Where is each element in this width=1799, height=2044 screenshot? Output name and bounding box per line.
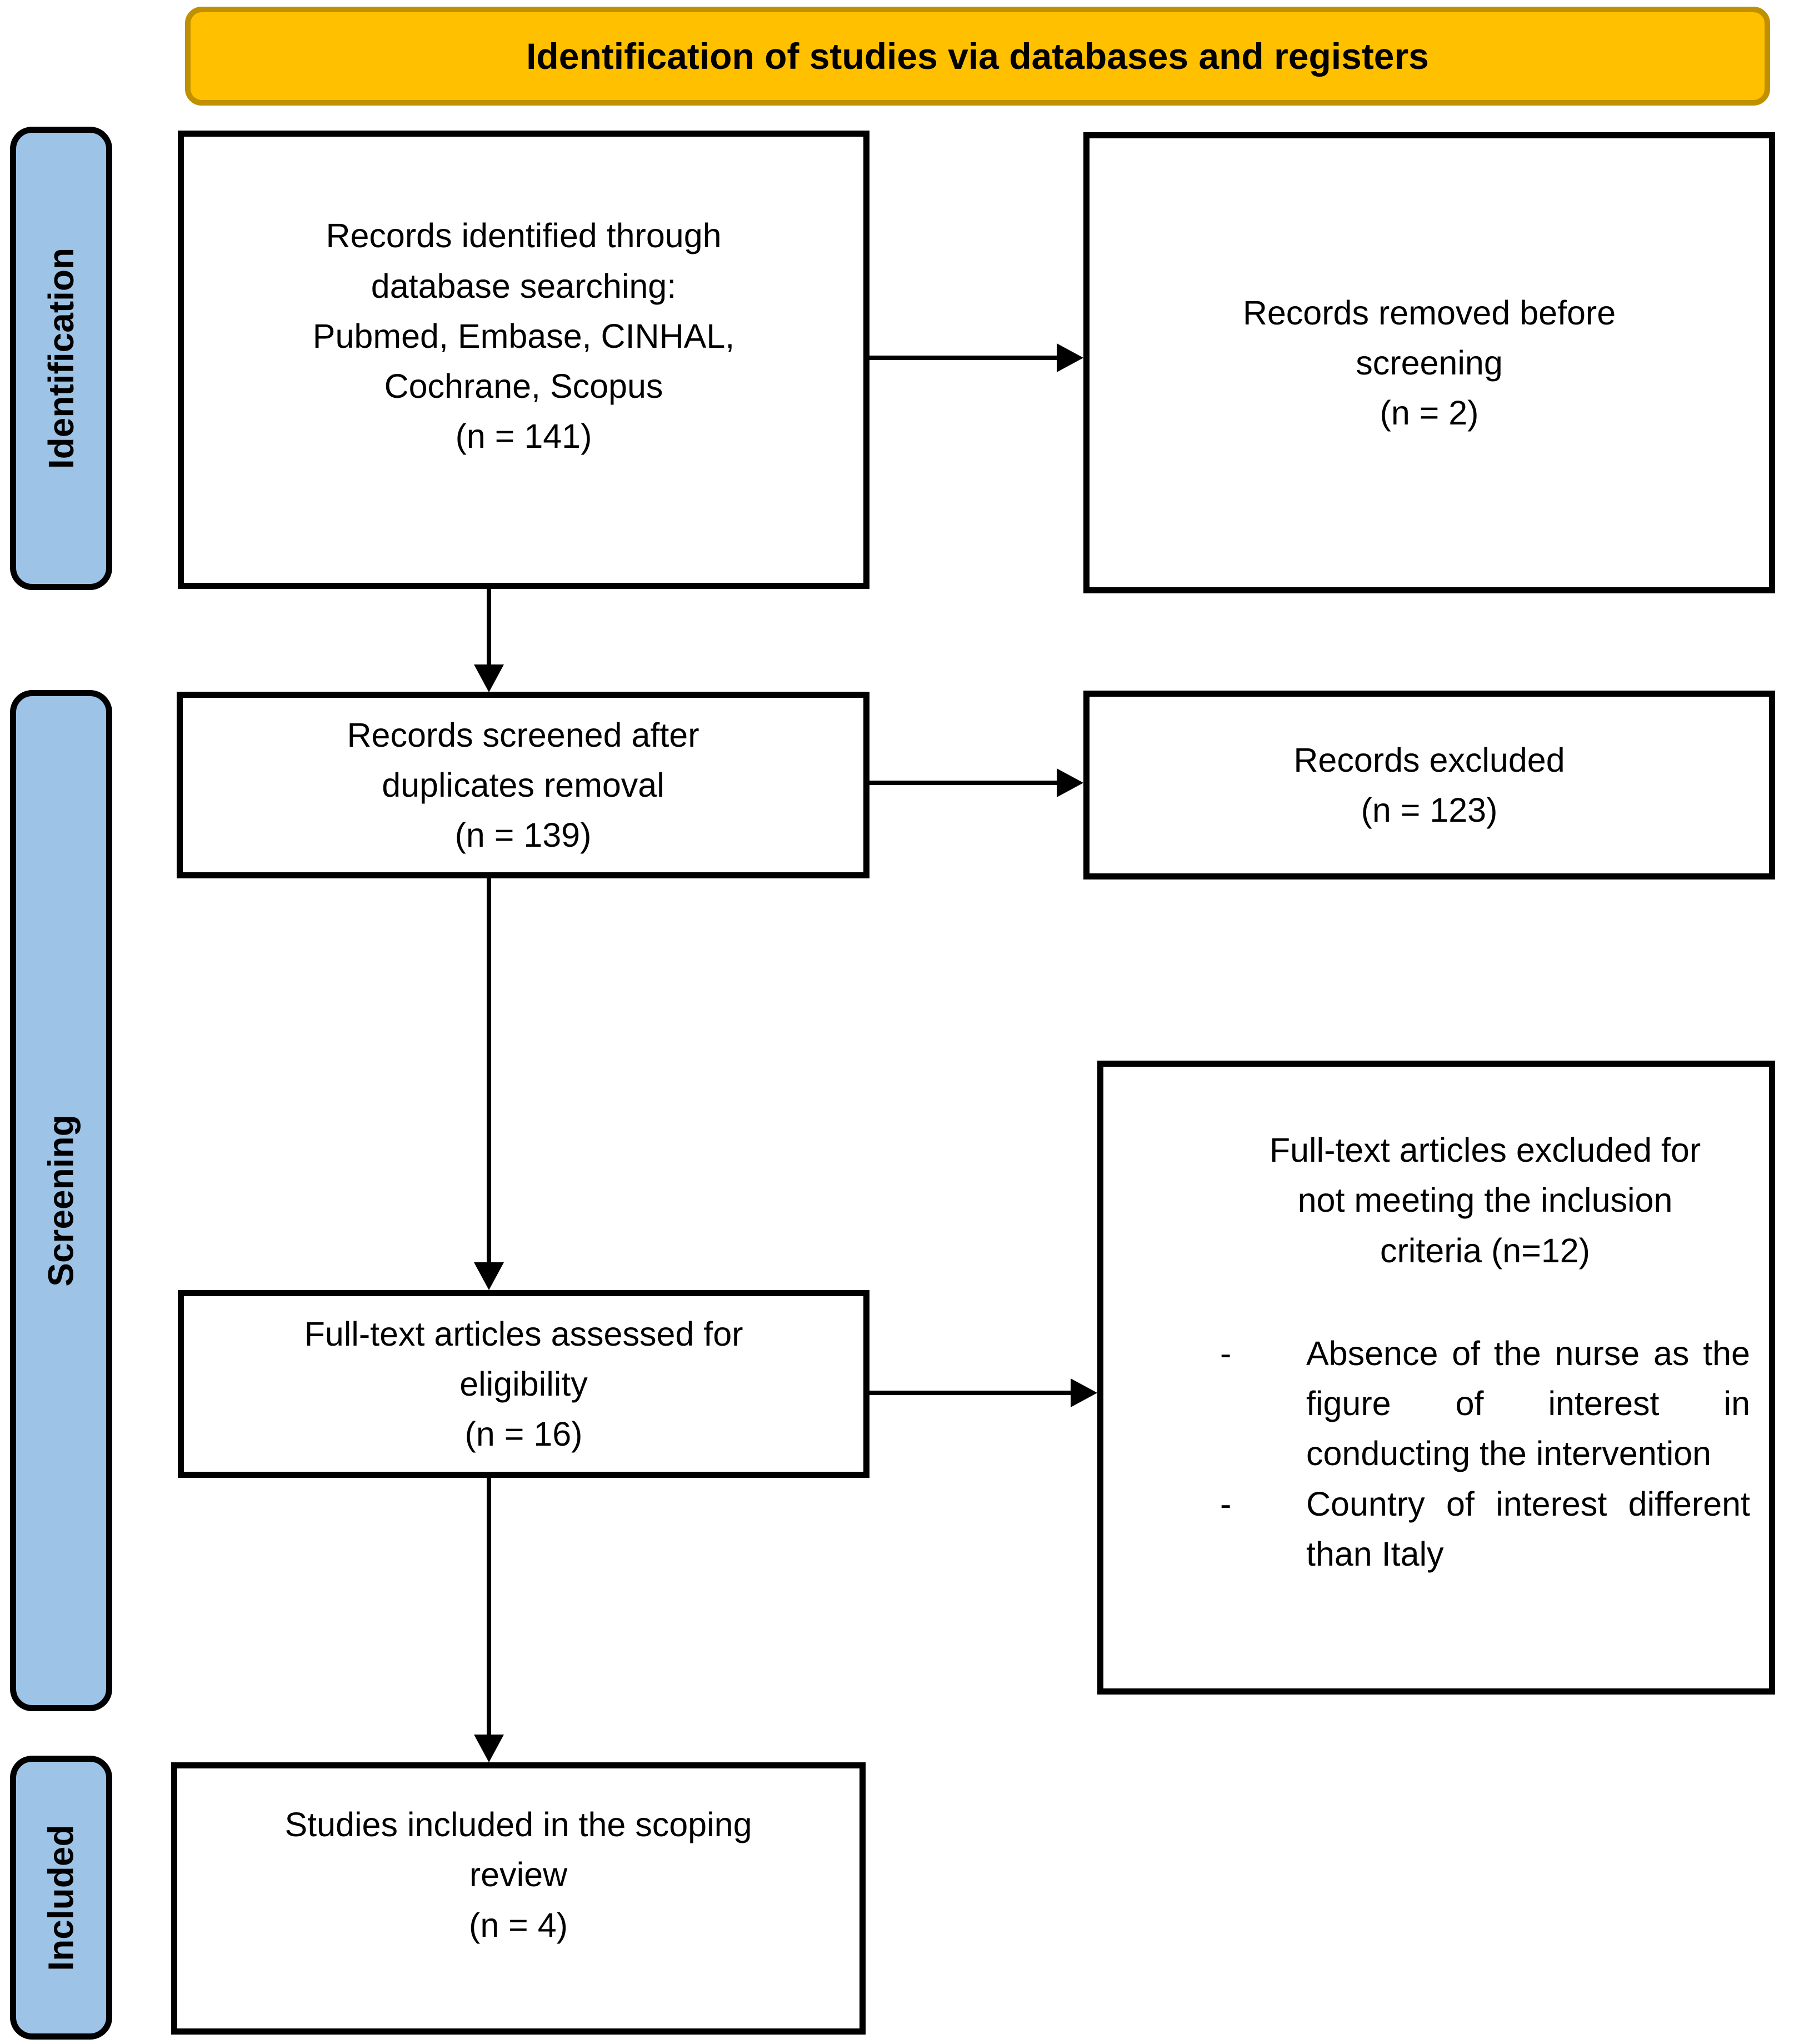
stage-label-identification: Identification [41,247,81,469]
box-count: (n = 123) [1361,791,1498,829]
box-count: (n = 141) [455,417,592,456]
box-count: (n = 16) [464,1415,583,1453]
connector-line [487,1478,491,1735]
connector-line [869,1391,1071,1395]
box-fulltext-excluded: Full-text articles excluded for not meet… [1097,1061,1775,1695]
exclusion-reasons-list: - Absence of the nurse as the figure of … [1220,1328,1750,1579]
stage-bar-included: Included [10,1756,112,2040]
arrow-right-icon [1057,343,1083,372]
box-records-excluded: Records excluded (n = 123) [1083,691,1775,879]
box-text-line: Cochrane, Scopus [384,367,663,406]
box-count: criteria (n=12) [1380,1231,1590,1270]
box-text-line: database searching: [371,267,677,305]
bullet-dash: - [1220,1485,1232,1523]
box-text-line: eligibility [459,1365,588,1403]
box-count: (n = 139) [454,816,592,854]
box-text-line: Records removed before [1242,293,1616,332]
fulltext-excluded-heading: Full-text articles excluded for not meet… [1220,1125,1750,1276]
box-text-line: Records excluded [1293,741,1565,779]
box-text-line: Records screened after [347,716,699,754]
stage-label-screening: Screening [41,1115,81,1287]
box-text-line: Pubmed, Embase, CINHAL, [312,317,735,355]
arrow-down-icon [474,1735,504,1762]
connector-line [487,878,491,1262]
arrow-down-icon [474,664,504,692]
stage-bar-identification: Identification [10,127,112,590]
connector-line [487,589,491,664]
bullet-dash: - [1220,1334,1232,1372]
diagram-title: Identification of studies via databases … [526,36,1429,77]
box-text-line: duplicates removal [382,766,664,804]
connector-line [869,356,1057,360]
box-text-line: review [469,1856,568,1894]
arrow-down-icon [474,1262,504,1290]
arrow-right-icon [1071,1378,1097,1407]
box-text-line: Records identified through [326,217,722,255]
connector-line [869,781,1057,785]
arrow-right-icon [1057,768,1083,797]
box-text-line: Full-text articles excluded for [1269,1131,1701,1169]
box-studies-included: Studies included in the scoping review (… [171,1762,866,2035]
exclusion-reason-text: Country of interest different than Italy [1306,1485,1750,1573]
box-text-line: Studies included in the scoping [284,1806,752,1844]
box-count: (n = 2) [1380,394,1479,432]
box-fulltext-assessed: Full-text articles assessed for eligibil… [178,1290,869,1478]
diagram-title-banner: Identification of studies via databases … [185,7,1770,106]
box-records-screened: Records screened after duplicates remova… [177,692,869,878]
box-text-line: not meeting the inclusion [1297,1181,1673,1220]
box-text-line: Full-text articles assessed for [304,1315,743,1353]
box-text-line: screening [1356,343,1503,382]
stage-label-included: Included [41,1824,81,1971]
exclusion-reason-text: Absence of the nurse as the figure of in… [1306,1334,1750,1473]
box-records-identified: Records identified through database sear… [178,131,869,589]
box-count: (n = 4) [469,1906,568,1944]
box-records-removed-before-screening: Records removed before screening (n = 2) [1083,132,1775,593]
stage-bar-screening: Screening [10,690,112,1711]
exclusion-reason-item: - Absence of the nurse as the figure of … [1220,1328,1750,1479]
exclusion-reason-item: - Country of interest different than Ita… [1220,1479,1750,1580]
